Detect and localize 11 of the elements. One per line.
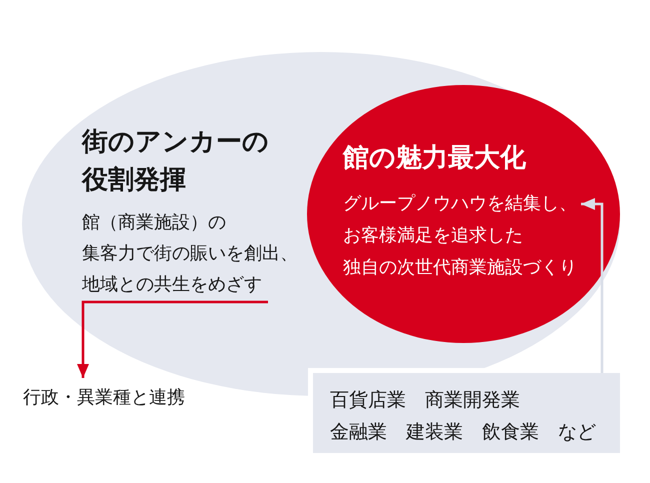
info-box <box>313 373 620 453</box>
description: 館（商業施設）の集客力で街の賑いを創出、地域との共生をめざす <box>82 207 298 300</box>
description: グループノウハウを結集し、お客様満足を追求した独自の次世代商業施設づくり <box>343 192 577 280</box>
connector-arrow <box>77 300 268 378</box>
list-text: 金融業 建装業 飲食業 など <box>330 420 596 445</box>
connector-arrow <box>581 198 604 373</box>
heading: 街のアンカーの役割発揮 <box>82 126 269 197</box>
heading: 館の魅力最大化 <box>343 142 526 175</box>
highlight-circle <box>307 85 620 343</box>
list-text: 百貨店業 商業開発業 <box>330 388 520 413</box>
label-text: 行政・異業種と連携 <box>23 386 185 410</box>
